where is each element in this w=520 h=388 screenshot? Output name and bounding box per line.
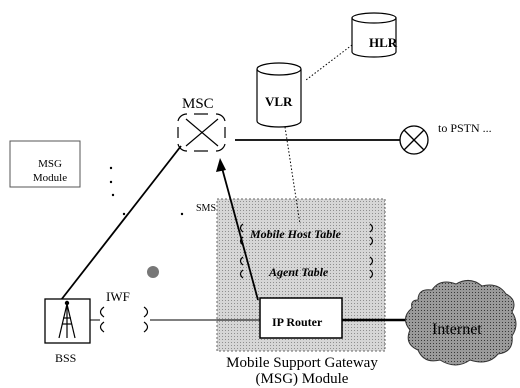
iwf-label: IWF xyxy=(106,290,130,303)
msg-module-label: MSG Module xyxy=(25,157,75,186)
sms-label: SMS xyxy=(196,204,216,214)
internet-label: Internet xyxy=(432,322,482,338)
vlr-label: VLR xyxy=(265,95,292,108)
msg-caption-line2: (MSG) Module xyxy=(214,372,390,388)
pstn-label: to PSTN ... xyxy=(438,122,492,134)
msg-caption: Mobile Support Gateway (MSG) Module xyxy=(214,356,390,388)
hlr-label: HLR xyxy=(369,36,397,49)
msg-module-label-line2: Module xyxy=(25,171,75,185)
iwf-brackets xyxy=(101,307,148,332)
msg-module-label-line1: MSG xyxy=(25,157,75,171)
pstn-junction-icon xyxy=(400,126,428,154)
msg-caption-line1: Mobile Support Gateway xyxy=(214,356,390,372)
hlr-vlr-link xyxy=(306,45,352,80)
scan-smudge xyxy=(147,266,159,278)
msc-switch-icon xyxy=(178,114,225,151)
ip-router-label: IP Router xyxy=(272,316,322,328)
sms-arrowhead xyxy=(216,158,226,172)
agent-table-label: Agent Table xyxy=(269,266,328,278)
msc-label: MSC xyxy=(182,97,214,112)
bss-label: BSS xyxy=(55,352,76,364)
mobile-host-table-label: Mobile Host Table xyxy=(250,228,341,240)
